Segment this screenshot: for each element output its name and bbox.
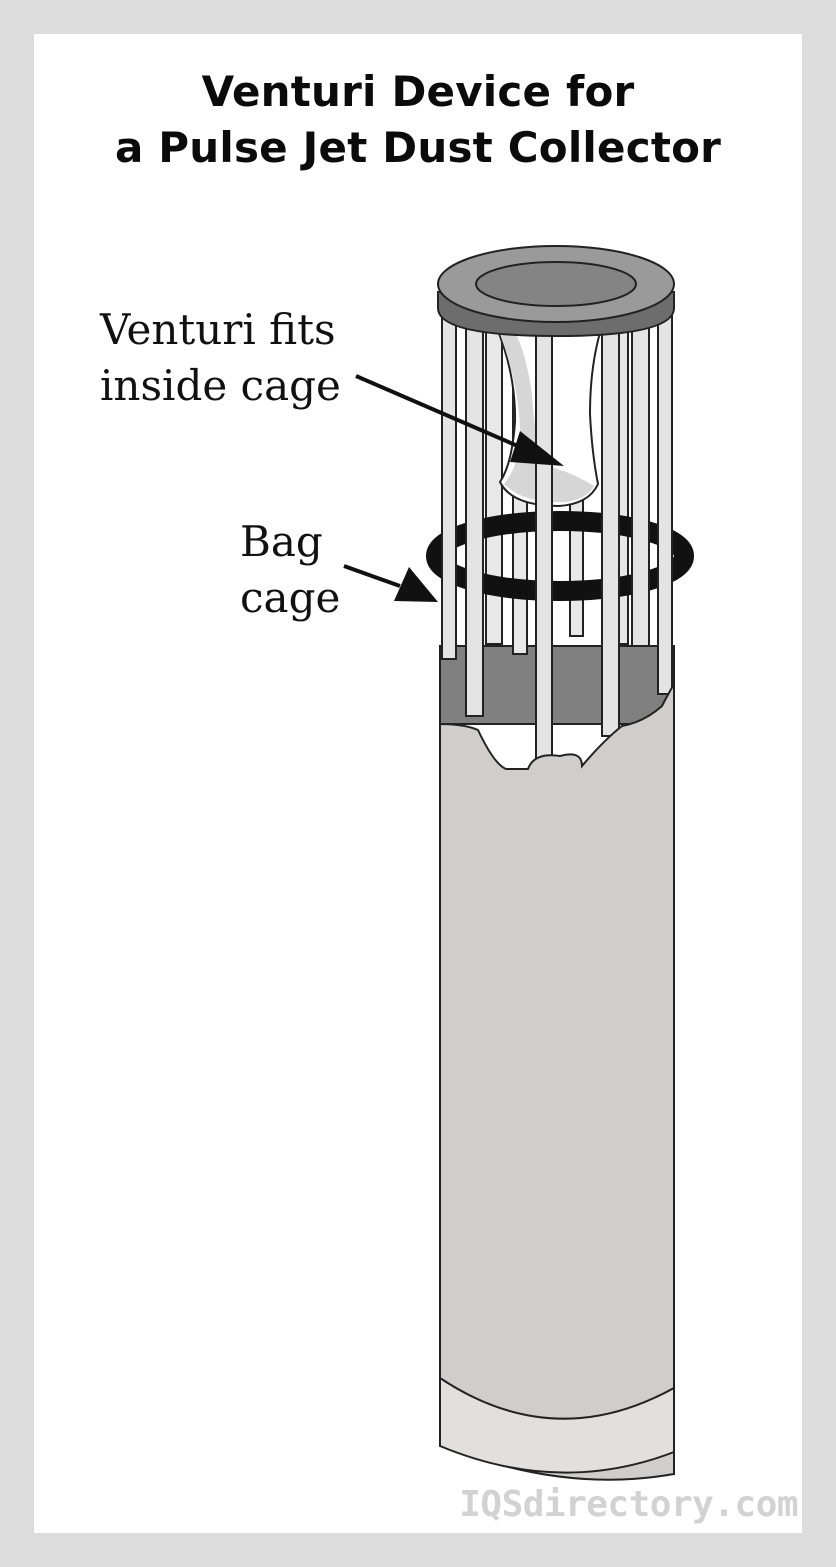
bag-cage-callout-line-1: Bag bbox=[240, 517, 323, 566]
bag-cage-arrow bbox=[343, 564, 438, 602]
venturi-callout-line-1: Venturi fits bbox=[100, 305, 336, 354]
filter-bag bbox=[439, 680, 675, 1481]
venturi-callout-line-2: inside cage bbox=[100, 361, 341, 410]
diagram-title: Venturi Device for a Pulse Jet Dust Coll… bbox=[34, 64, 802, 176]
bag-cage-callout-line-2: cage bbox=[240, 573, 341, 622]
cage-top-flange bbox=[437, 245, 675, 338]
venturi-arrow bbox=[355, 374, 564, 466]
gasket-ring bbox=[426, 511, 694, 601]
bag-cage-callout: Bag cage bbox=[240, 514, 340, 626]
filter-bag-illustration bbox=[343, 245, 694, 1481]
watermark: IQSdirectory.com bbox=[459, 1484, 798, 1525]
venturi-callout: Venturi fits inside cage bbox=[100, 302, 341, 414]
title-line-1: Venturi Device for bbox=[201, 67, 635, 116]
title-line-2: a Pulse Jet Dust Collector bbox=[114, 123, 722, 172]
cage-front-rods bbox=[441, 313, 673, 765]
diagram-canvas: Venturi Device for a Pulse Jet Dust Coll… bbox=[34, 34, 802, 1533]
